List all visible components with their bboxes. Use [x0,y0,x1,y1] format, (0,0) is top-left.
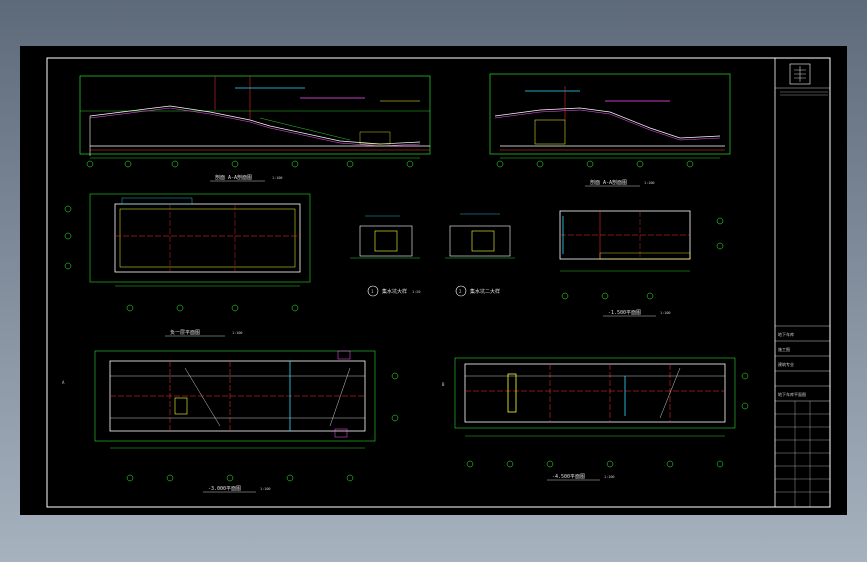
title-block-row-3: 建筑专业 [778,361,794,367]
title-block-row-1: 地下车库 [778,331,794,337]
title-block: 地下车库 施工图 建筑专业 地下车库平面图 [775,63,830,507]
plan-1-title: 负一层平面图 [170,329,200,336]
section-2-title: 剖面 A-A剖面图 [590,179,627,186]
plan-2: -1.500平面图 1:100 [559,210,724,317]
detail-1-marker: 1 [371,289,374,294]
plan-2-scale: 1:100 [660,311,671,315]
section-1-scale: 1:100 [272,176,283,180]
detail-1-title: 集水坑大样 [382,288,407,295]
detail-2-marker: 2 [459,289,462,294]
plan-3-title: -3.000平面图 [208,486,241,492]
cad-drawing-sheet: 剖面 A-A剖面图 1:100 剖面 A-A剖面图 1:100 [20,46,847,515]
axis-a-label: A [62,380,65,385]
company-logo [789,63,811,85]
plan-4-title: -4.500平面图 [552,474,585,480]
section-2-scale: 1:100 [644,181,655,185]
plan-2-title: -1.500平面图 [608,310,641,316]
title-block-row-2: 施工图 [778,346,790,352]
plan-3-scale: 1:100 [260,487,271,491]
sheet-border [46,57,831,508]
plan-4-scale: 1:100 [604,475,615,479]
detail-1: 1 集水坑大样 1:20 [350,215,420,297]
title-block-row-4: 地下车库平面图 [778,391,806,397]
plan-4: B -4.500平面图 1:100 [442,357,749,481]
cad-drawing: 剖面 A-A剖面图 1:100 剖面 A-A剖面图 1:100 [46,57,831,508]
detail-1-scale: 1:20 [412,290,420,294]
axis-b-label: B [442,382,445,387]
plan-3: A -3.000平面图 1:100 [62,350,399,493]
section-1-title: 剖面 A-A剖面图 [215,174,252,181]
plan-1-scale: 1:100 [232,331,243,335]
section-2: 剖面 A-A剖面图 1:100 [489,73,731,187]
plan-1: 负一层平面图 1:100 [64,193,311,337]
detail-2-title: 集水坑二大样 [470,288,500,295]
detail-2: 2 集水坑二大样 [445,213,515,297]
section-1: 剖面 A-A剖面图 1:100 [79,75,431,182]
